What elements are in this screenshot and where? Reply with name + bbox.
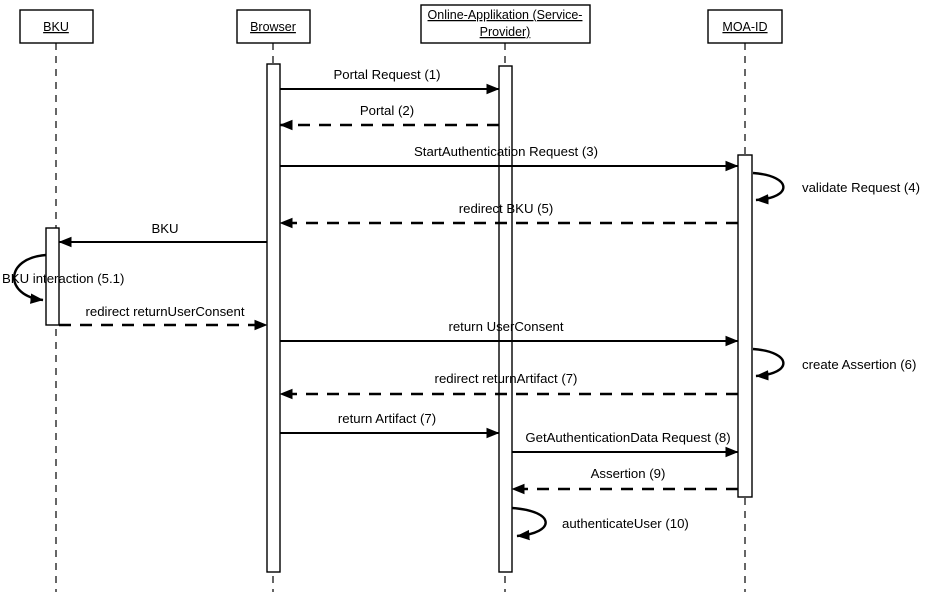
message-label-return-userconsent: return UserConsent: [448, 319, 563, 334]
activation-bar-online-applikation: [498, 65, 513, 573]
message-label-startauthentication-request: StartAuthentication Request (3): [414, 144, 598, 159]
message-label-validate-request: validate Request (4): [802, 180, 920, 195]
message-line-create-assertion: [752, 347, 785, 381]
message-label-create-assertion: create Assertion (6): [802, 357, 916, 372]
lifeline-head-moa-id[interactable]: MOA-ID: [707, 9, 783, 44]
message-line-validate-request: [752, 171, 785, 205]
message-label-return-artifact: return Artifact (7): [338, 411, 436, 426]
message-label-assertion: Assertion (9): [591, 466, 666, 481]
message-bku-interaction[interactable]: BKU interaction (5.1): [2, 253, 124, 304]
message-authenticateuser[interactable]: authenticateUser (10): [511, 506, 689, 541]
lifeline-head-box-bku: [19, 9, 94, 44]
message-portal[interactable]: Portal (2): [279, 103, 499, 131]
message-assertion[interactable]: Assertion (9): [511, 466, 738, 495]
lifeline-label-bku: BKU: [43, 20, 69, 34]
lifeline-head-bku[interactable]: BKU: [19, 9, 94, 44]
message-label-bku-interaction: BKU interaction (5.1): [2, 271, 124, 286]
lifeline-label-online-applikation-line1: Online-Applikation (Service-: [428, 8, 583, 22]
message-label-authenticateuser: authenticateUser (10): [562, 516, 689, 531]
message-label-getauthenticationdata-request: GetAuthenticationData Request (8): [525, 430, 730, 445]
message-getauthenticationdata-request[interactable]: GetAuthenticationData Request (8): [512, 430, 739, 458]
message-return-userconsent[interactable]: return UserConsent: [280, 319, 739, 347]
message-redirect-bku[interactable]: redirect BKU (5): [279, 201, 738, 229]
activation-bars: [45, 63, 753, 573]
lifeline-head-online-applikation[interactable]: Online-Applikation (Service- Provider): [420, 4, 591, 44]
message-label-redirect-returnuserconsent: redirect returnUserConsent: [85, 304, 244, 319]
activation-bar-bku: [45, 227, 60, 326]
lifeline-head-box-browser: [236, 9, 311, 44]
message-validate-request[interactable]: validate Request (4): [752, 171, 920, 205]
message-redirect-returnartifact[interactable]: redirect returnArtifact (7): [279, 371, 738, 400]
lifeline-head-browser[interactable]: Browser: [236, 9, 311, 44]
message-redirect-returnuserconsent[interactable]: redirect returnUserConsent: [59, 304, 268, 331]
message-create-assertion[interactable]: create Assertion (6): [752, 347, 916, 381]
message-label-redirect-returnartifact: redirect returnArtifact (7): [435, 371, 578, 386]
lifeline-head-box-online-applikation: [420, 4, 591, 44]
message-portal-request[interactable]: Portal Request (1): [280, 67, 500, 95]
message-line-authenticateuser: [511, 506, 547, 541]
message-label-portal: Portal (2): [360, 103, 414, 118]
message-return-artifact[interactable]: return Artifact (7): [280, 411, 500, 439]
lifeline-label-browser: Browser: [250, 20, 296, 34]
lifeline-head-box-moa-id: [707, 9, 783, 44]
message-line-bku-interaction: [13, 253, 47, 304]
message-label-portal-request: Portal Request (1): [333, 67, 440, 82]
lifeline-label-moa-id: MOA-ID: [722, 20, 767, 34]
message-label-bku: BKU: [151, 221, 178, 236]
lifeline-label-online-applikation-line2: Provider): [480, 25, 531, 39]
activation-bar-browser: [266, 63, 281, 573]
message-label-redirect-bku: redirect BKU (5): [459, 201, 554, 216]
activation-bar-moa-id: [737, 154, 753, 498]
message-bku[interactable]: BKU: [58, 221, 267, 248]
message-startauthentication-request[interactable]: StartAuthentication Request (3): [280, 144, 739, 172]
